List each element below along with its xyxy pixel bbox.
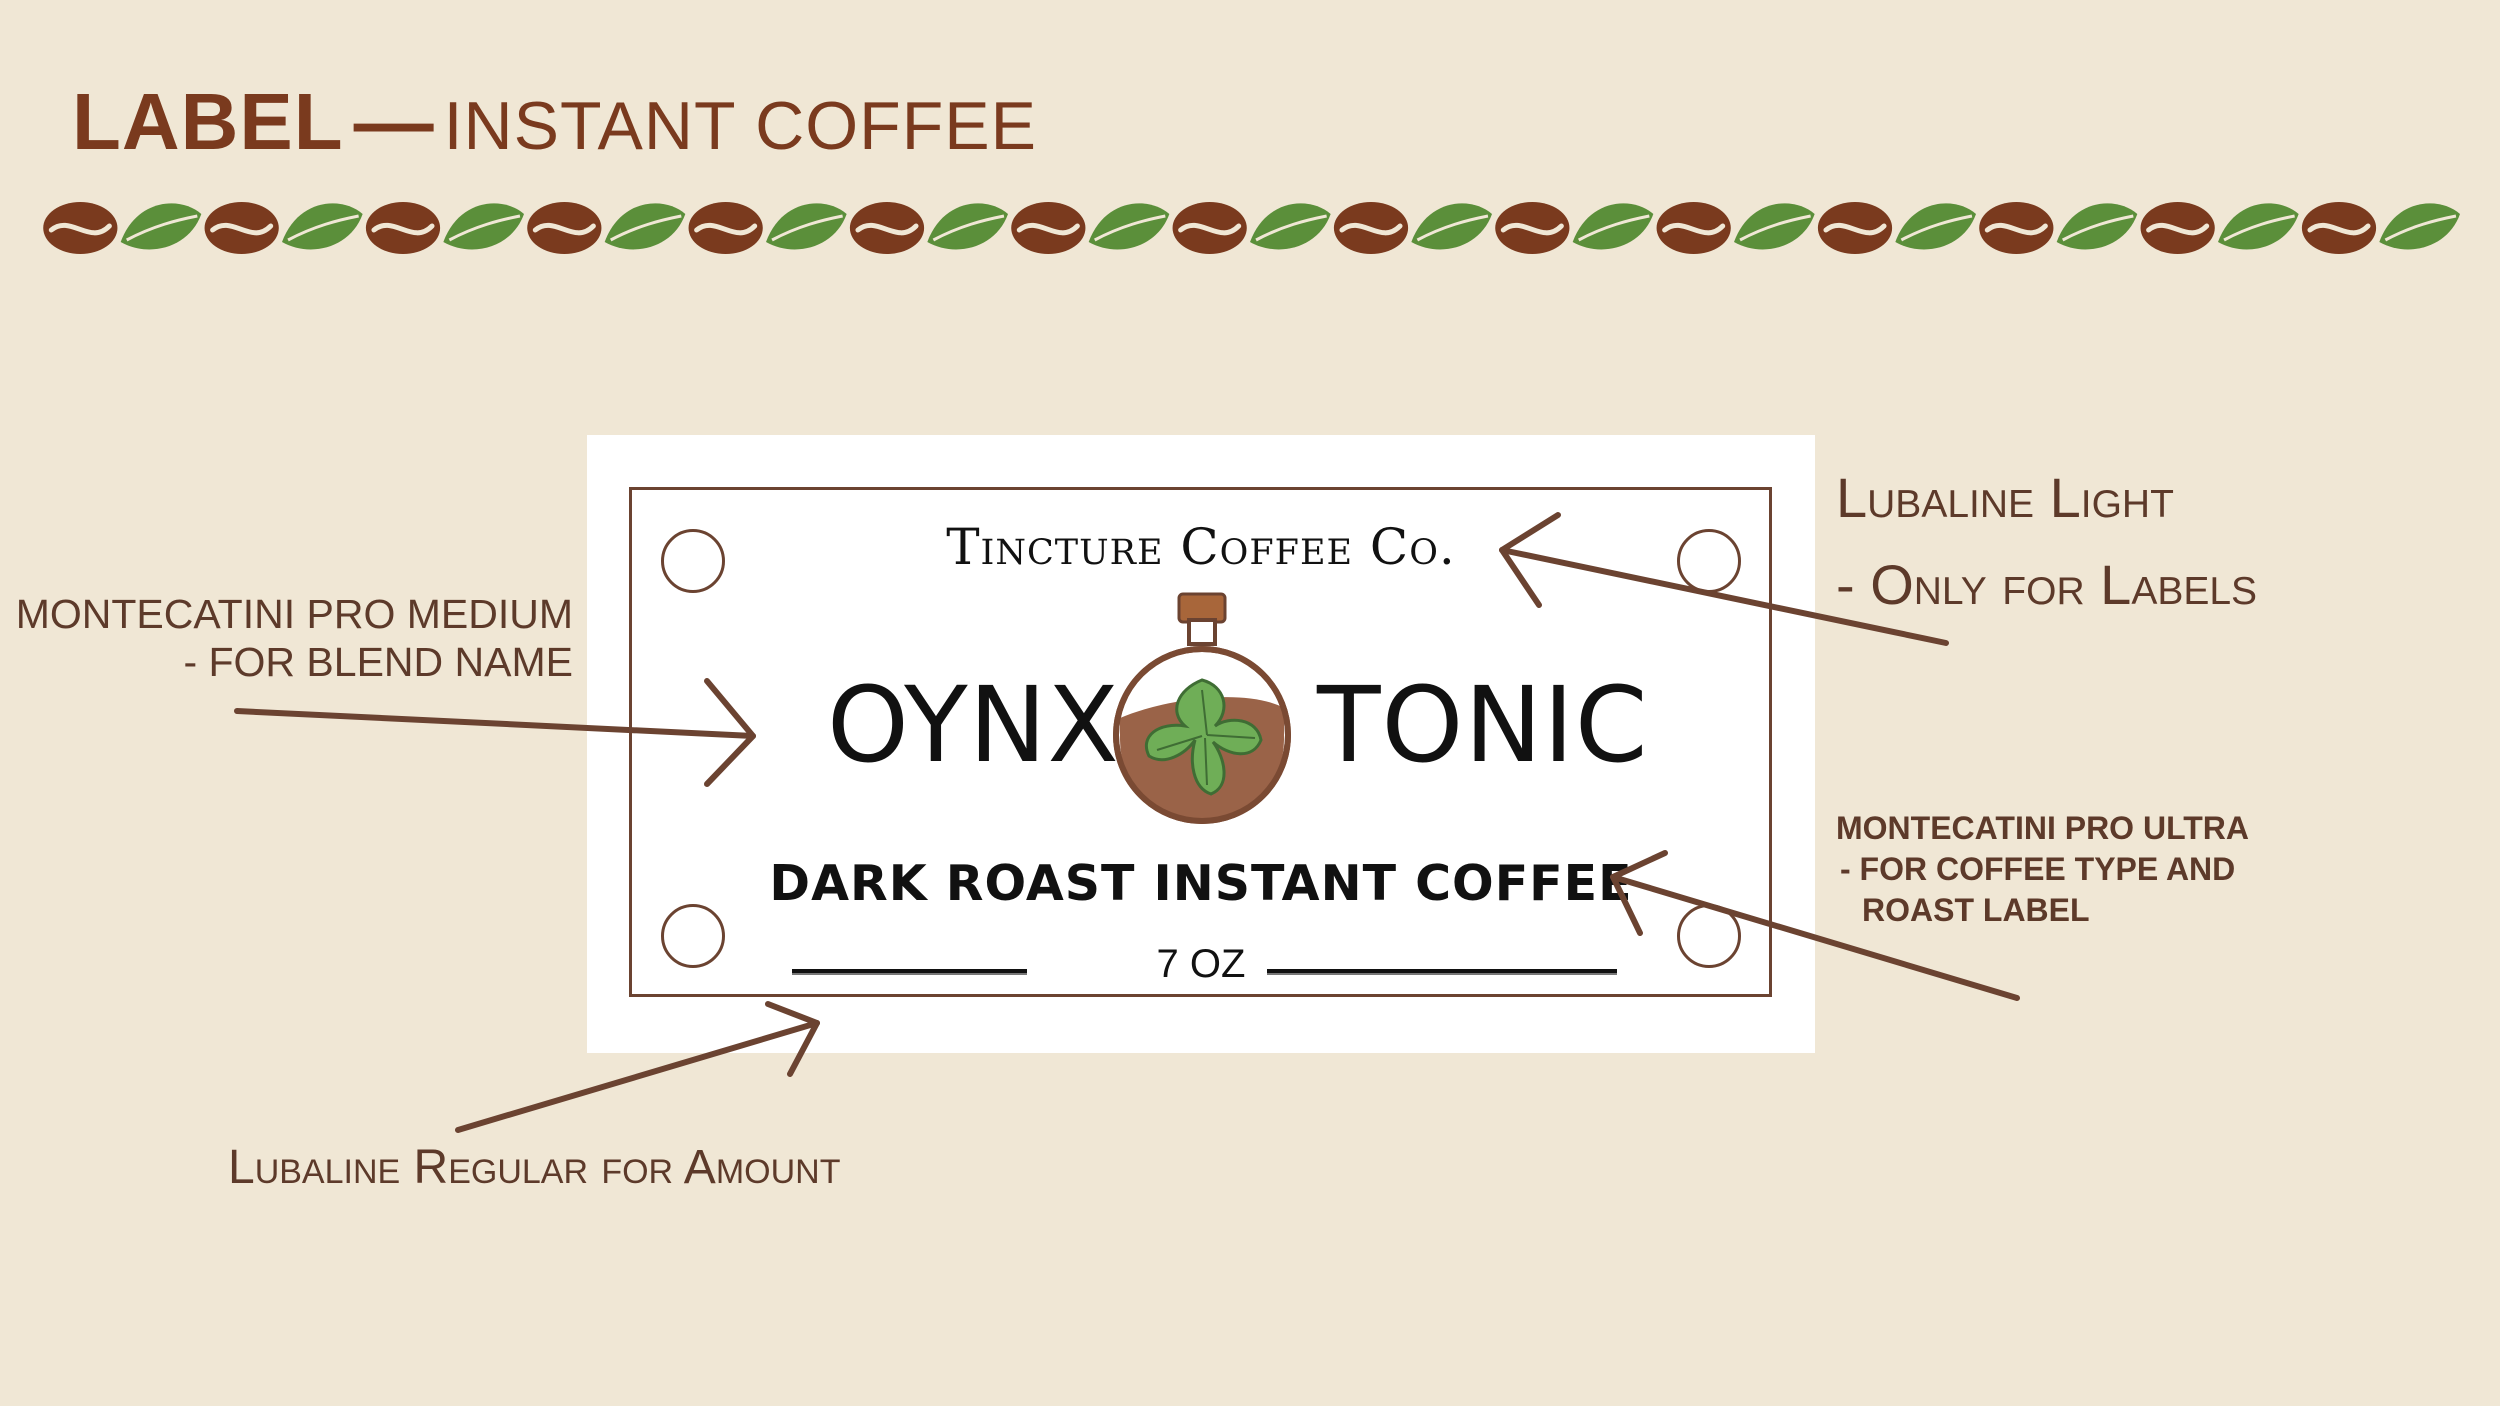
corner-circle-bottom-left: [661, 904, 725, 968]
coffee-bean-icon: [1979, 202, 2054, 254]
leaf-icon: [1088, 203, 1170, 250]
annotation-brand-font-line-1: Lubaline Light: [1836, 466, 2174, 529]
blend-name-right: TONIC: [1317, 664, 1649, 786]
leaf-icon: [927, 203, 1008, 250]
label-frame: [629, 487, 1772, 997]
annotation-blend-font-line-2: - FOR BLEND NAME: [183, 639, 573, 686]
leaf-icon: [1411, 203, 1492, 250]
leaf-icon: [1250, 203, 1331, 250]
coffee-bean-icon: [2140, 202, 2215, 254]
leaf-icon: [2218, 203, 2299, 250]
coffee-bean-leaf-border: [43, 202, 2460, 254]
annotation-type-font-line-1: MONTECATINI PRO ULTRA: [1836, 810, 2249, 846]
brand-name: Tincture Coffee Co.: [946, 518, 1456, 576]
annotation-type-font-line-2: - FOR COFFEE TYPE AND: [1840, 850, 2236, 887]
leaf-icon: [604, 203, 686, 250]
coffee-bean-icon: [365, 202, 441, 254]
blend-name-left: OYNX: [827, 664, 1120, 786]
annotation-blend-font: MONTECATINI PRO MEDIUM - FOR BLEND NAME: [16, 590, 573, 687]
leaf-icon: [2379, 203, 2460, 250]
page-title-sub: INSTANT COFFEE: [443, 88, 1037, 164]
leaf-icon: [443, 203, 524, 250]
amount-rule-right: [1267, 969, 1617, 975]
leaf-icon: [766, 203, 847, 250]
page-title-dash: —: [353, 77, 434, 166]
leaf-icon: [1734, 203, 1815, 250]
coffee-bean-icon: [1495, 202, 1570, 254]
amount-rule-left: [792, 969, 1027, 975]
annotation-brand-font: Lubaline Light - Only for Labels: [1836, 455, 2257, 629]
leaf-icon: [120, 203, 202, 250]
leaf-icon: [2056, 203, 2138, 250]
coffee-bean-icon: [2301, 202, 2377, 254]
coffee-bean-icon: [1333, 202, 1409, 254]
leaf-icon: [1895, 203, 1976, 250]
coffee-bean-icon: [849, 202, 925, 254]
flask-with-leaf-icon: [1113, 592, 1291, 824]
label-mockup: Tincture Coffee Co. OYNX TONIC DARK ROAS…: [587, 435, 1815, 1053]
amount: 7 OZ: [1156, 942, 1246, 986]
coffee-bean-icon: [1011, 202, 1086, 254]
page-title: LABEL—INSTANT COFFEE: [72, 82, 1037, 162]
annotation-amount-font: Lubaline Regular for Amount: [228, 1141, 841, 1194]
coffee-bean-icon: [43, 202, 118, 254]
corner-circle-top-left: [661, 529, 725, 593]
annotation-brand-font-line-2: - Only for Labels: [1836, 552, 2258, 616]
coffee-bean-icon: [1656, 202, 1731, 254]
coffee-bean-icon: [1817, 202, 1893, 254]
coffee-bean-icon: [204, 202, 279, 254]
page-title-main: LABEL: [72, 77, 344, 166]
coffee-bean-icon: [527, 202, 602, 254]
annotation-type-font-line-3: ROAST LABEL: [1862, 891, 2090, 928]
leaf-icon: [1572, 203, 1654, 250]
coffee-type: DARK ROAST INSTANT COFFEE: [769, 855, 1633, 912]
coffee-bean-icon: [1172, 202, 1247, 254]
leaf-icon: [282, 203, 363, 250]
annotation-blend-font-line-1: MONTECATINI PRO MEDIUM: [15, 591, 573, 637]
coffee-bean-icon: [688, 202, 763, 254]
annotation-type-font: MONTECATINI PRO ULTRA - FOR COFFEE TYPE …: [1836, 808, 2249, 931]
